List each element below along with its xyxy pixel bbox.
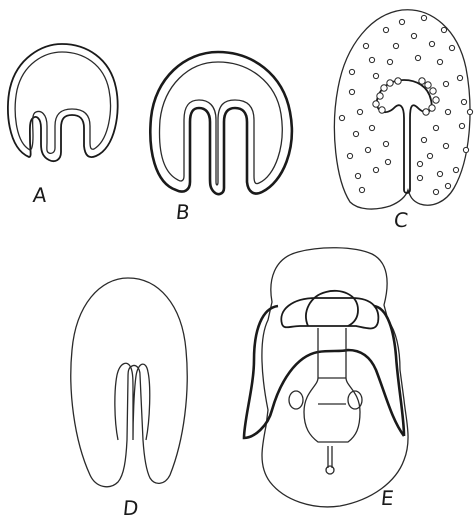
panel-c-drawing bbox=[334, 10, 472, 209]
panel-c-cell-dot bbox=[381, 85, 387, 91]
panel-c-cell-dot bbox=[421, 15, 426, 20]
panel-c-cell-dot bbox=[445, 183, 450, 188]
panel-c-cell-dot bbox=[349, 89, 354, 94]
panel-e-body-axis bbox=[304, 328, 360, 442]
panel-c-cell-dot bbox=[383, 141, 388, 146]
panel-c-cell-dot bbox=[419, 78, 425, 84]
panel-c-cell-dot bbox=[369, 125, 374, 130]
panel-c-cell-dot bbox=[417, 175, 422, 180]
panel-c-cell-dot bbox=[395, 78, 401, 84]
panel-c-cell-dot bbox=[393, 43, 398, 48]
panel-d-outline bbox=[71, 278, 187, 487]
panel-c-cell-dot bbox=[449, 45, 454, 50]
panel-c-cell-dot bbox=[433, 97, 439, 103]
panel-e-left-vesicle bbox=[289, 391, 303, 409]
panel-c-cell-dot bbox=[369, 57, 374, 62]
panel-b-label: B bbox=[175, 200, 191, 224]
panel-c-cell-dot bbox=[423, 109, 429, 115]
panel-c-cell-dot bbox=[429, 41, 434, 46]
panel-e-tail-groove bbox=[328, 446, 332, 468]
panel-c-cell-dot bbox=[437, 171, 442, 176]
panel-c-cell-dot bbox=[379, 107, 385, 113]
panel-c-cell-dot bbox=[411, 33, 416, 38]
panel-c-cell-dot bbox=[443, 81, 448, 86]
panel-c-neural-groove bbox=[377, 80, 432, 193]
panel-c-cell-dot bbox=[433, 125, 438, 130]
panel-c-cell-dot bbox=[353, 131, 358, 136]
panel-c-cell-dot bbox=[373, 73, 378, 78]
panel-e-somite-region bbox=[318, 378, 346, 404]
panel-a-outer-outline bbox=[8, 44, 118, 161]
panel-c-cell-dot bbox=[349, 69, 354, 74]
panel-c-cell-dot bbox=[467, 109, 472, 114]
panel-e-outer-outline bbox=[262, 248, 408, 507]
panel-e-drawing bbox=[244, 248, 408, 507]
panel-d-neural-folds bbox=[115, 363, 150, 440]
panel-c-cell-dot bbox=[443, 143, 448, 148]
panel-e-label: E bbox=[380, 486, 395, 510]
panel-c-cell-dot bbox=[347, 153, 352, 158]
panel-c-cell-dot bbox=[457, 75, 462, 80]
panel-c-cell-dot bbox=[365, 147, 370, 152]
panel-c-cell-dot bbox=[399, 19, 404, 24]
panel-c-cell-dot bbox=[377, 93, 383, 99]
panel-e-tail-knob bbox=[326, 466, 334, 474]
panel-c-cell-dot bbox=[437, 59, 442, 64]
panel-c-cell-dot bbox=[453, 167, 458, 172]
panel-e-head-fold bbox=[306, 291, 358, 326]
panel-c-cell-dot bbox=[429, 105, 435, 111]
panel-d-label: D bbox=[122, 496, 140, 520]
panel-c-cell-dot bbox=[433, 189, 438, 194]
panel-a-label: A bbox=[32, 183, 48, 207]
panel-c-cell-dot bbox=[459, 123, 464, 128]
panel-c-cell-dot bbox=[373, 101, 379, 107]
panel-c-cell-dot bbox=[373, 167, 378, 172]
panel-a-drawing bbox=[8, 44, 118, 161]
panel-c-cell-dot bbox=[425, 82, 431, 88]
panel-c-cell-dot bbox=[363, 43, 368, 48]
panel-c-cell-dot bbox=[357, 109, 362, 114]
panel-c-cell-dot bbox=[445, 109, 450, 114]
panel-c-cell-dot bbox=[417, 161, 422, 166]
panel-c-cell-dots bbox=[339, 15, 472, 194]
panel-c-cell-dot bbox=[355, 173, 360, 178]
panel-d-drawing bbox=[71, 278, 187, 487]
panel-e-head-region bbox=[281, 298, 378, 329]
panel-c-cell-dot bbox=[359, 187, 364, 192]
panel-c-label: C bbox=[393, 208, 409, 232]
panel-c-cell-dot bbox=[339, 115, 344, 120]
panel-c-cell-dot bbox=[427, 153, 432, 158]
panel-c-cell-dot bbox=[385, 159, 390, 164]
panel-c-cell-dot bbox=[415, 55, 420, 60]
panel-c-cell-dot bbox=[461, 99, 466, 104]
panel-c-cell-dot bbox=[430, 88, 436, 94]
panel-c-cell-dot bbox=[387, 59, 392, 64]
panel-b-drawing bbox=[150, 52, 291, 194]
panel-c-cell-dot bbox=[421, 137, 426, 142]
panel-c-cell-dot bbox=[441, 27, 446, 32]
panel-c-cell-dot bbox=[463, 147, 468, 152]
panel-b-inner-outline bbox=[160, 62, 283, 185]
panel-c-cell-dot bbox=[383, 27, 388, 32]
panel-c-cell-dot bbox=[387, 80, 393, 86]
